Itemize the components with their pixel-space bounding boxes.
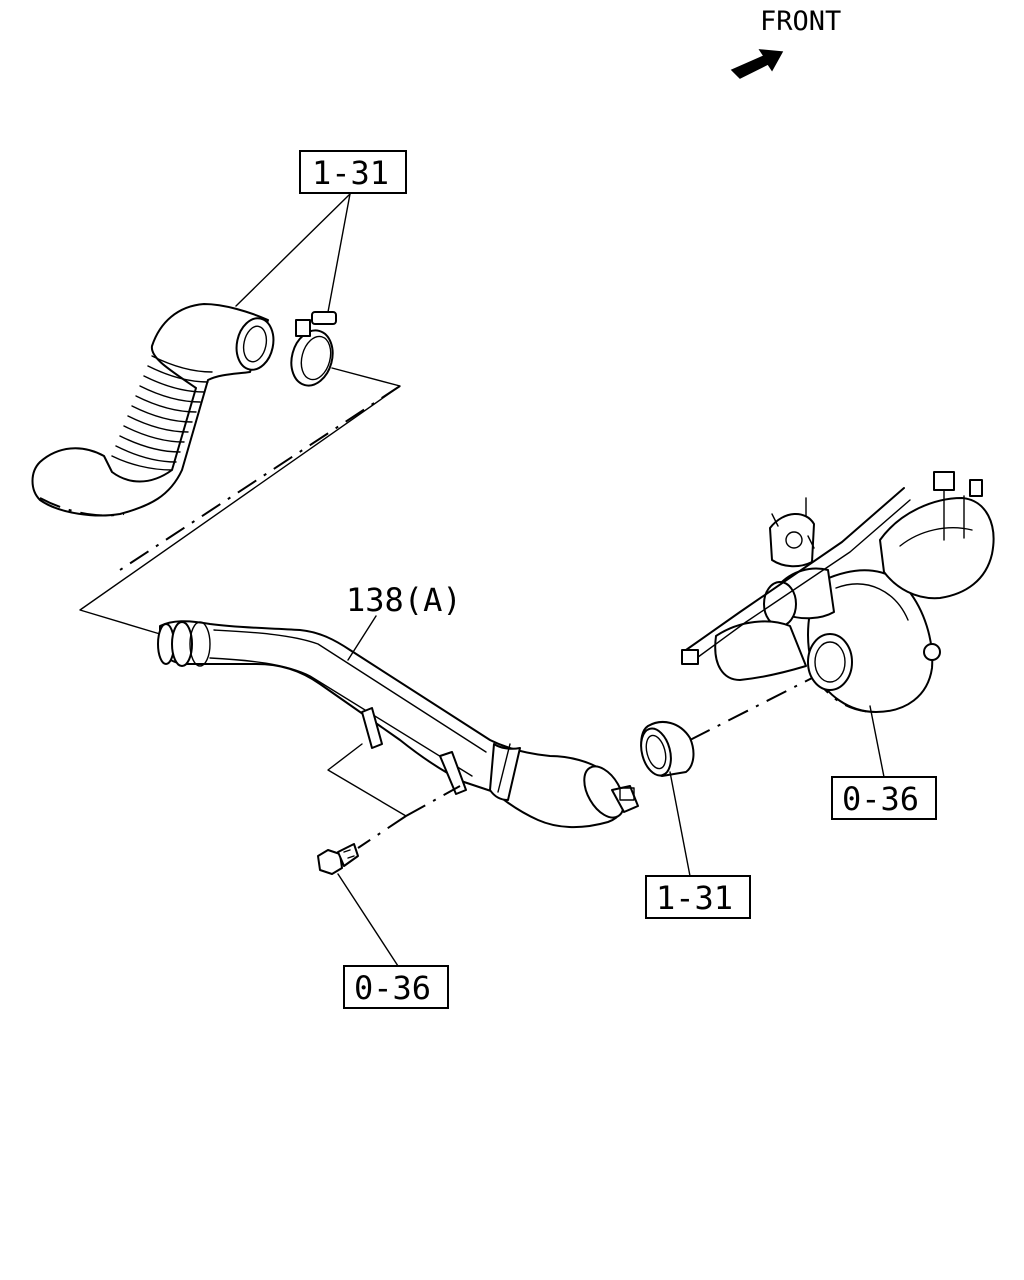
seal-ring xyxy=(640,721,695,777)
callout-seal: 1-31 xyxy=(645,771,751,919)
callout-box-seal xyxy=(645,875,751,919)
callout-box-turbo xyxy=(831,776,937,820)
callout-turbo: 0-36 xyxy=(831,705,937,820)
intake-pipe xyxy=(157,620,639,829)
callout-box-top-hose xyxy=(299,150,407,194)
callout-top-hose: 1-31 xyxy=(235,150,407,313)
upper-hose-clamp xyxy=(290,311,337,387)
callout-box-bolt xyxy=(343,965,449,1009)
front-arrow-icon xyxy=(730,49,784,79)
callout-text-turbo: 0-36 xyxy=(842,780,919,818)
front-indicator: FRONT xyxy=(730,6,841,79)
callout-text-top-hose: 1-31 xyxy=(312,154,389,192)
callout-text-bolt: 0-36 xyxy=(354,969,431,1007)
callout-bolt: 0-36 xyxy=(337,873,449,1009)
turbocharger xyxy=(681,471,995,713)
callout-text-seal: 1-31 xyxy=(656,879,733,917)
upper-intake-hose xyxy=(31,303,275,517)
callout-text-pipe: 138(A) xyxy=(346,581,462,619)
front-label: FRONT xyxy=(760,6,841,37)
callout-pipe: 138(A) xyxy=(346,581,462,661)
mounting-bolt xyxy=(317,843,359,875)
